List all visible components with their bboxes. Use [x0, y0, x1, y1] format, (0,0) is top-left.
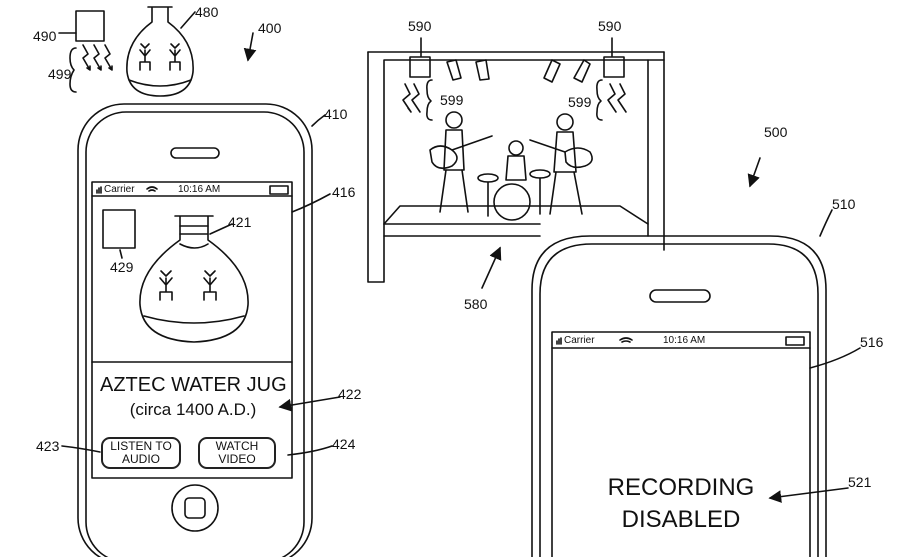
ref-580: 580 [464, 296, 488, 312]
concert-stage-icon [367, 51, 665, 283]
ref-480: 480 [195, 4, 219, 20]
ref-424: 424 [332, 436, 356, 452]
ref-510: 510 [832, 196, 856, 212]
recording-line-1: RECORDING [607, 474, 755, 501]
exhibit-title: AZTEC WATER JUG [100, 374, 287, 396]
ref-599-right: 599 [568, 94, 592, 110]
ref-421: 421 [228, 214, 252, 230]
watch-video-button[interactable]: WATCH VIDEO [198, 437, 276, 469]
listen-button-label-2: AUDIO [121, 452, 160, 466]
ref-590-right: 590 [598, 18, 622, 34]
ref-400: 400 [258, 20, 282, 36]
recording-disabled-message: RECORDING DISABLED [560, 472, 802, 536]
ref-422: 422 [338, 386, 362, 402]
watch-button-label-1: WATCH [215, 439, 259, 453]
ref-410: 410 [324, 106, 348, 122]
status-time-right: 10:16 AM [663, 335, 706, 346]
water-jug-icon [102, 209, 249, 343]
water-jug-icon-small [126, 6, 196, 97]
phone-left [77, 103, 313, 557]
recording-line-2: DISABLED [621, 506, 741, 533]
status-bar-left-icons [96, 185, 289, 195]
ref-423: 423 [36, 438, 60, 454]
ref-590-left: 590 [408, 18, 432, 34]
ref-521: 521 [848, 474, 872, 490]
ref-429: 429 [110, 259, 134, 275]
signal-waves-icon [69, 44, 113, 93]
ref-416: 416 [332, 184, 356, 200]
ref-516: 516 [860, 334, 884, 350]
ref-499: 499 [48, 66, 72, 82]
watch-button-label-2: VIDEO [218, 452, 256, 466]
exhibit-subtitle: (circa 1400 A.D.) [129, 400, 257, 419]
home-button-left[interactable] [172, 485, 218, 531]
ref-500: 500 [764, 124, 788, 140]
status-carrier-right: Carrier [564, 335, 595, 346]
status-time-left: 10:16 AM [178, 184, 221, 195]
status-carrier-left: Carrier [104, 184, 135, 195]
beacon-box-icon [58, 10, 105, 42]
ref-599-left: 599 [440, 92, 464, 108]
phone-right [531, 235, 827, 557]
ref-490: 490 [33, 28, 57, 44]
listen-to-audio-button[interactable]: LISTEN TO AUDIO [101, 437, 181, 469]
listen-button-label-1: LISTEN TO [110, 439, 172, 453]
status-bar-right-icons [556, 336, 805, 346]
